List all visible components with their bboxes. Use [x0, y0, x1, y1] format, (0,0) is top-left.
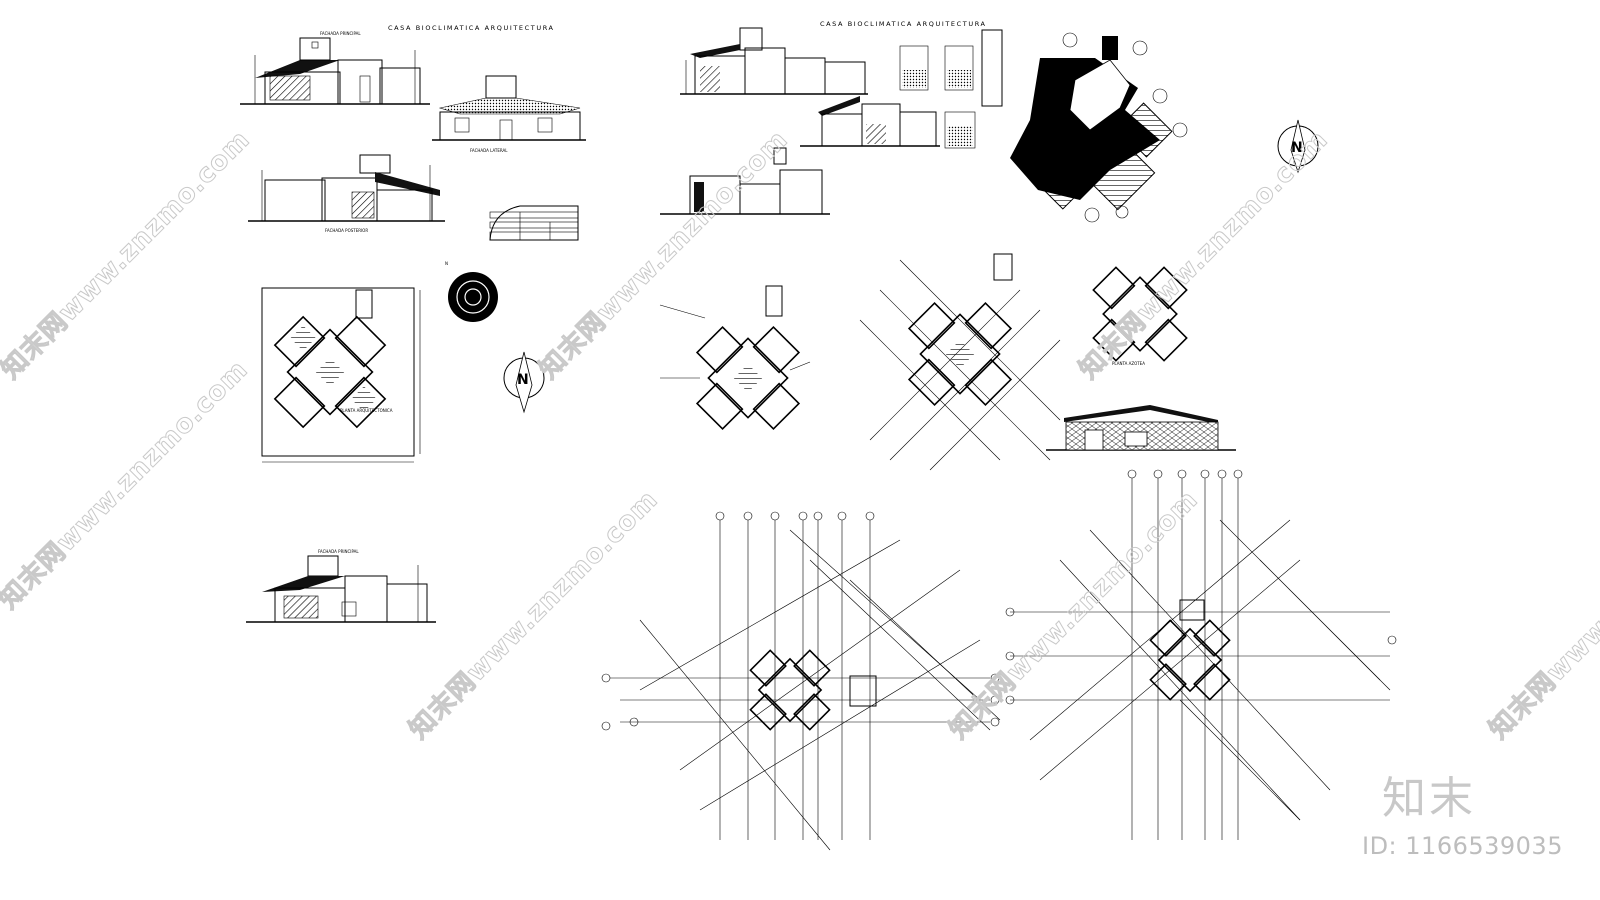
svg-text:FACHADA POSTERIOR: FACHADA POSTERIOR [325, 228, 368, 233]
sheet-title-center: CASA BIOCLIMATICA ARQUITECTURA [820, 20, 987, 28]
roof-plan [1010, 32, 1188, 223]
section-drawings: CASA BIOCLIMATICA ARQUITECTURA [660, 20, 1003, 215]
structural-grid-plan-2 [1005, 469, 1397, 840]
north-letter-1: N [517, 372, 529, 388]
watermark-overlay: 知末网www.znzmo.com 知末网www.znzmo.com 知末网www… [0, 124, 1600, 745]
svg-text:N: N [445, 261, 448, 266]
svg-text:PLANTA ARQUITECTONICA: PLANTA ARQUITECTONICA [340, 408, 393, 413]
side-elevation-1: FACHADA LATERAL [432, 75, 586, 153]
svg-text:FACHADA LATERAL: FACHADA LATERAL [470, 148, 508, 153]
svg-text:PLANTA AZOTEA: PLANTA AZOTEA [1112, 361, 1145, 366]
watermark-text-4: 知末网www.znzmo.com [404, 485, 664, 745]
front-elevation-1: CASA BIOCLIMATICA ARQUITECTURA FACHADA P… [240, 24, 555, 105]
floor-plan-grid [859, 253, 1061, 471]
watermark-brand: 知末 [1382, 773, 1476, 824]
north-arrow-2: N [1277, 119, 1319, 174]
watermark-id: ID: 1166539035 [1362, 832, 1563, 860]
floor-plan-annotated [659, 285, 811, 431]
north-arrow-1: N [503, 351, 545, 414]
svg-text:FACHADA PRINCIPAL: FACHADA PRINCIPAL [320, 31, 361, 36]
structural-grid-plan-1 [601, 511, 1001, 851]
front-elevation-2: FACHADA PRINCIPAL [246, 549, 436, 623]
floor-plan-simple: PLANTA AZOTEA [1092, 266, 1188, 366]
watermark-text-7: 知末网www.znzmo.com [1484, 485, 1600, 745]
floor-plan-framed: PLANTA ARQUITECTONICA [261, 287, 421, 463]
watermark-text-2: 知末网www.znzmo.com [0, 355, 254, 615]
sun-chart-disc: N [445, 261, 498, 322]
svg-text:FACHADA PRINCIPAL: FACHADA PRINCIPAL [318, 549, 359, 554]
watermark-text-5: 知末网www.znzmo.com [944, 485, 1204, 745]
stone-elevation [1046, 405, 1236, 451]
north-letter-2: N [1291, 140, 1303, 156]
sheet-title-left: CASA BIOCLIMATICA ARQUITECTURA [388, 24, 555, 32]
title-block [489, 205, 579, 241]
watermark-text-1: 知末网www.znzmo.com [0, 125, 256, 385]
rear-elevation-1: FACHADA POSTERIOR [248, 154, 445, 233]
detail-sketches [899, 29, 1003, 149]
